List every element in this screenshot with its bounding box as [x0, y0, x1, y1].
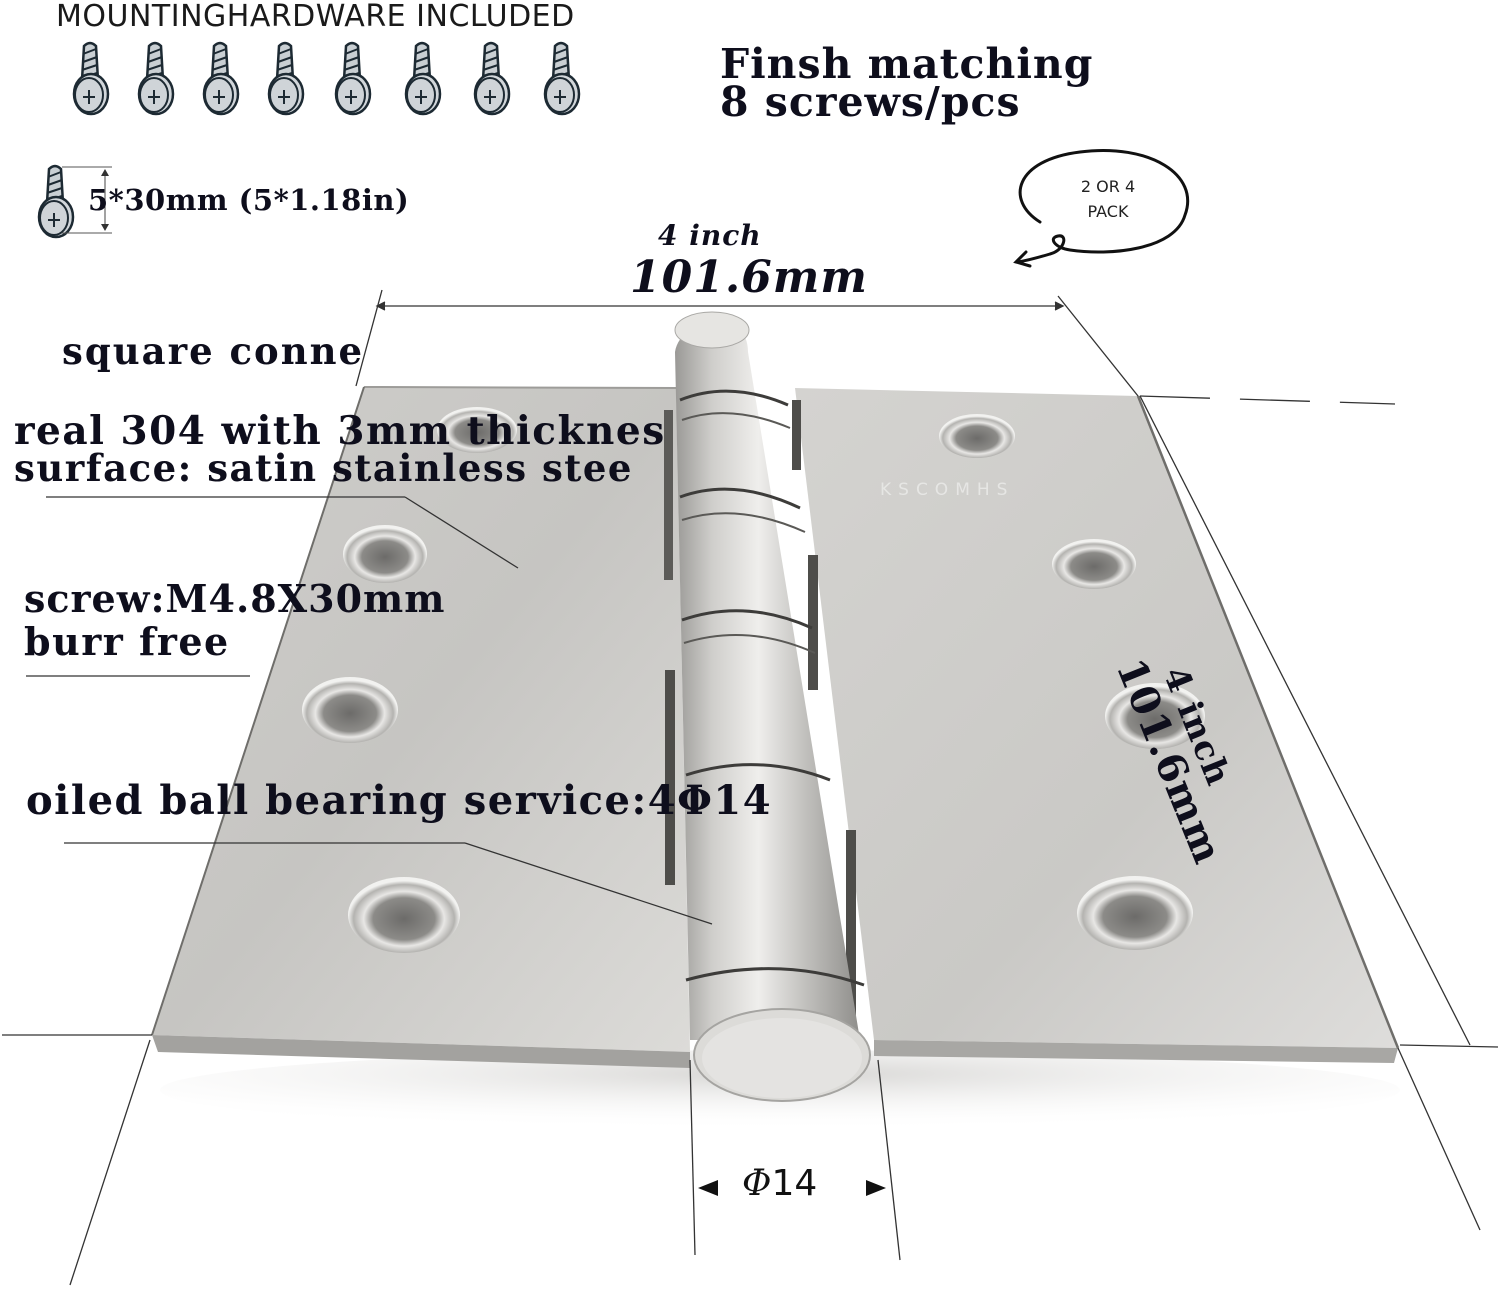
finish-matching-label: Finsh matching [720, 40, 1094, 88]
width-mm-label: 101.6mm [630, 252, 868, 303]
pack-loop-arrow [1016, 149, 1190, 264]
spec-corner: square conne [62, 329, 365, 373]
knuckle-diameter-label: Φ14 [742, 1166, 817, 1202]
spec-bearing: oiled ball bearing service:4Φ14 [26, 777, 773, 824]
right-leaf [795, 388, 1398, 1048]
pack-badge: 2 OR 4 PACK [1060, 174, 1156, 224]
hinge-barrel [675, 321, 860, 1040]
pack-badge-line2: PACK [1087, 202, 1129, 221]
spec-surface: surface: satin stainless stee [14, 446, 633, 490]
left-leaf [152, 387, 690, 1052]
dimension-lines [2, 289, 1499, 1286]
screw-row [72, 41, 581, 116]
screw-size-icon [37, 164, 75, 239]
spec-burr: burr free [24, 619, 230, 664]
spec-screw: screw:M4.8X30mm [24, 576, 446, 621]
brand-stamp: KSCOMHS [880, 480, 1015, 500]
width-inch-label: 4 inch [658, 219, 762, 252]
phi-symbol: Φ [742, 1163, 772, 1204]
mounting-hardware-title: MOUNTINGHARDWARE INCLUDED [56, 0, 575, 34]
knuckle-diameter-value: 14 [771, 1163, 818, 1204]
spec-material: real 304 with 3mm thicknes [14, 408, 666, 454]
screw-size-label: 5*30mm (5*1.18in) [88, 183, 410, 217]
pack-badge-line1: 2 OR 4 [1080, 177, 1136, 196]
screw-count-label: 8 screws/pcs [720, 78, 1021, 126]
